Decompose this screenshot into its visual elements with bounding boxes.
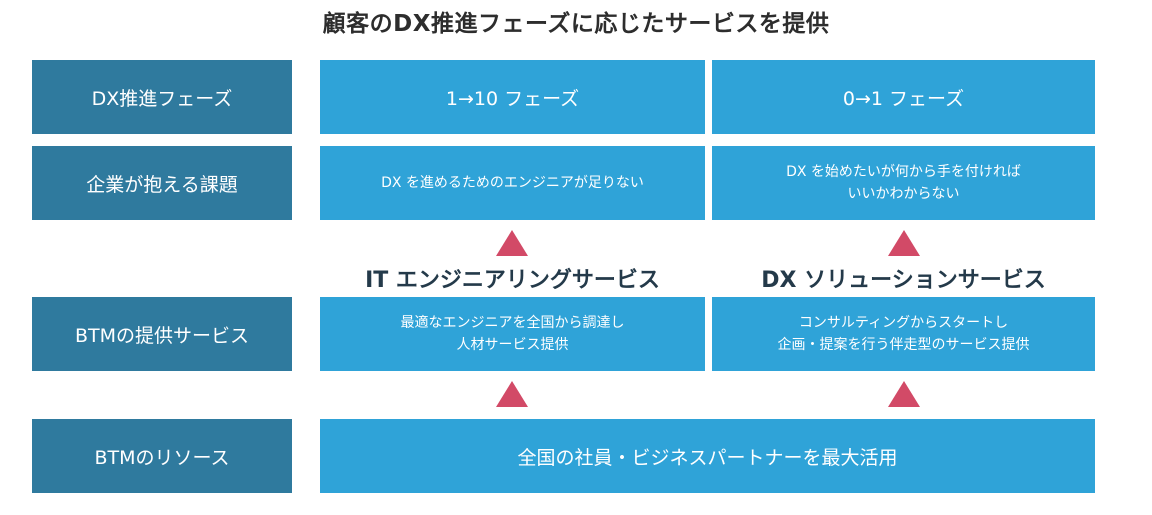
issue-box-1: DX を進めるためのエンジニアが足りない [320,146,705,220]
up-arrow-icon [888,381,920,407]
service-name-dx-solution: DX ソリューションサービス [761,268,1046,293]
row-label-resource-text: BTMのリソース [94,446,230,469]
phase-box-1-10: 1→10 フェーズ [320,60,705,134]
row-label-issue: 企業が抱える課題 [32,146,292,220]
service-box-2: コンサルティングからスタートし 企画・提案を行う伴走型のサービス提供 [712,297,1095,371]
service-1-line2: 人材サービス提供 [456,337,569,353]
row-label-issue-text: 企業が抱える課題 [86,173,238,196]
row-label-resource: BTMのリソース [32,419,292,493]
row-label-service-text: BTMの提供サービス [74,324,250,347]
issue-1-text: DX を進めるためのエンジニアが足りない [381,175,644,191]
up-arrow-icon [496,381,528,407]
service-box-1: 最適なエンジニアを全国から調達し 人材サービス提供 [320,297,705,371]
resource-text: 全国の社員・ビジネスパートナーを最大活用 [517,446,898,469]
row-label-service: BTMの提供サービス [32,297,292,371]
phase-1-10-text: 1→10 フェーズ [445,87,580,110]
service-2-line1: コンサルティングからスタートし [798,315,1009,331]
up-arrow-icon [888,230,920,256]
row-label-phase-text: DX推進フェーズ [91,87,233,110]
phase-0-1-text: 0→1 フェーズ [842,87,965,110]
row-label-phase: DX推進フェーズ [32,60,292,134]
diagram-title: 顧客のDX推進フェーズに応じたサービスを提供 [322,11,830,37]
issue-2-line1: DX を始めたいが何から手を付ければ [786,164,1021,180]
resource-box: 全国の社員・ビジネスパートナーを最大活用 [320,419,1095,493]
service-name-it-engineering: IT エンジニアリングサービス [365,268,660,293]
up-arrow-icon [496,230,528,256]
service-1-line1: 最適なエンジニアを全国から調達し [400,315,625,331]
phase-box-0-1: 0→1 フェーズ [712,60,1095,134]
service-2-line2: 企画・提案を行う伴走型のサービス提供 [777,337,1030,353]
issue-box-2: DX を始めたいが何から手を付ければ いいかわからない [712,146,1095,220]
issue-2-line2: いいかわからない [847,186,960,202]
